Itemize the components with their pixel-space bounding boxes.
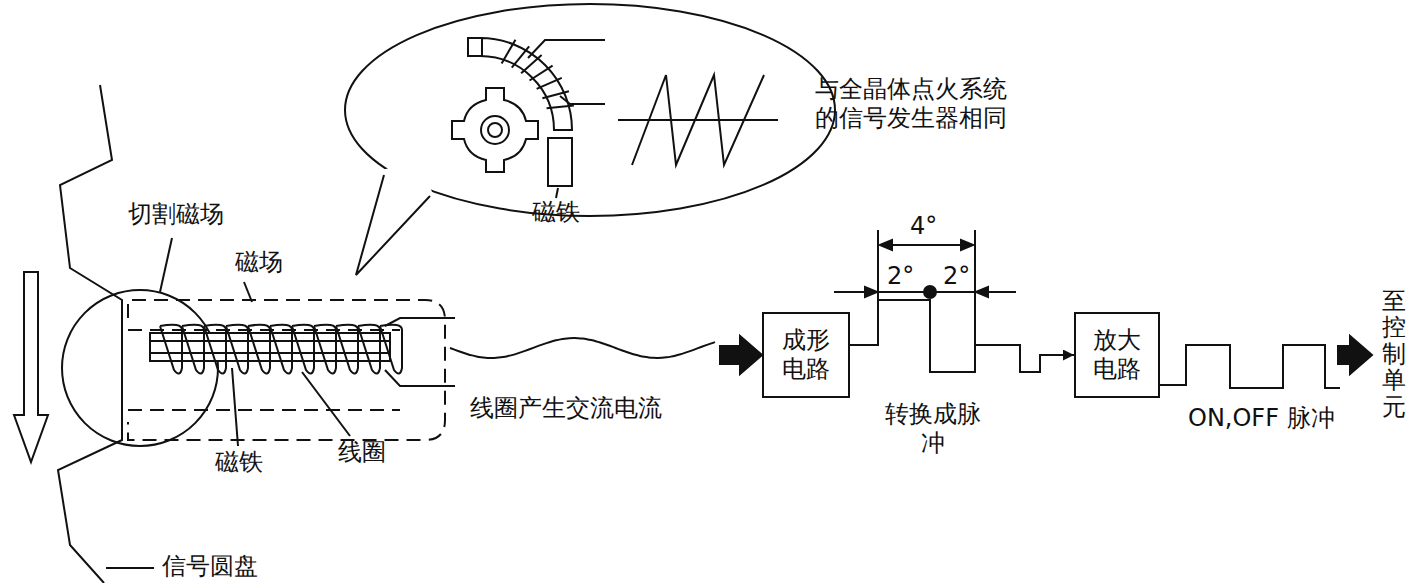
extension-line [877,230,879,300]
part-label: ON,OFF 脉冲 [1186,404,1337,433]
on-off-pulse [1160,345,1340,388]
coil-turn [512,46,529,67]
coil-turn [542,91,569,98]
ac-current-wave [450,338,715,358]
part-label: 磁场 [235,248,283,277]
callout-bubble [356,160,432,275]
coil-turn [160,325,182,374]
part-label: 磁铁 [532,198,580,227]
circuit-box: 成形电路 [762,312,850,398]
signal-disc [58,85,122,583]
coil-turn [314,325,336,374]
wave-axis [618,119,778,121]
coil-turn [529,66,552,81]
leader-line [106,567,154,569]
coil-turn [336,325,358,374]
rotor-shaft [488,123,502,137]
circuit-box: 放大电路 [1074,312,1160,398]
part-label: 2° [887,262,914,291]
signal-arrow [1338,336,1372,374]
part-label: 切割磁场 [128,200,224,229]
box-label: 成形电路 [781,326,831,384]
coil-turn [537,78,562,89]
coil-turn [248,325,270,374]
part-label: 转换成脉冲 [878,400,988,458]
stator-yoke [480,38,572,130]
dimension-arrow [880,240,973,250]
cut-field-circle [62,290,218,446]
callout-bubble [356,175,430,275]
rotation-arrow [14,272,48,462]
dimension-line [880,244,973,246]
extension-line [974,230,976,345]
box-label: 放大电路 [1092,326,1142,384]
part-label: 磁铁 [215,448,263,477]
coil-turn [182,325,204,374]
destination-label: 至控制单元 [1382,288,1406,420]
stator-tab [468,38,482,56]
signal-arrow [720,336,762,374]
coil-turn [292,325,314,374]
coil-turn [226,325,248,374]
part-label: 4° [908,212,939,241]
pulse-connector [850,300,1074,372]
coil-lead [385,370,455,386]
coil-lead [385,318,455,326]
coil-turn [358,325,380,374]
coil-turn [270,325,292,374]
coil-turn [521,55,541,73]
coil-turn [502,40,516,64]
magnetic-field [128,330,400,410]
leader-line [302,372,350,436]
sawtooth-wave [632,75,764,165]
part-label: 线圈 [338,438,386,467]
part-label: 与全晶体点火系统的信号发生器相同 [815,75,1015,133]
coil-lead [528,40,605,58]
coil-winding [160,325,402,374]
reluctor-rotor [452,88,538,172]
leader-line [556,188,558,198]
part-label: 线圈产生交流电流 [470,394,662,423]
pulse-center-dot [924,286,936,298]
coil-turn [380,325,402,374]
part-label: 信号圆盘 [162,552,258,581]
leader-line [232,368,238,446]
leader-line [160,238,172,292]
rotor-hub [481,116,509,144]
part-label: 2° [943,262,970,291]
magnetic-field [128,300,445,440]
magnet-block [548,138,572,186]
coil-turn [547,106,574,109]
coil-lead [560,96,605,104]
coil-turn [204,325,226,374]
